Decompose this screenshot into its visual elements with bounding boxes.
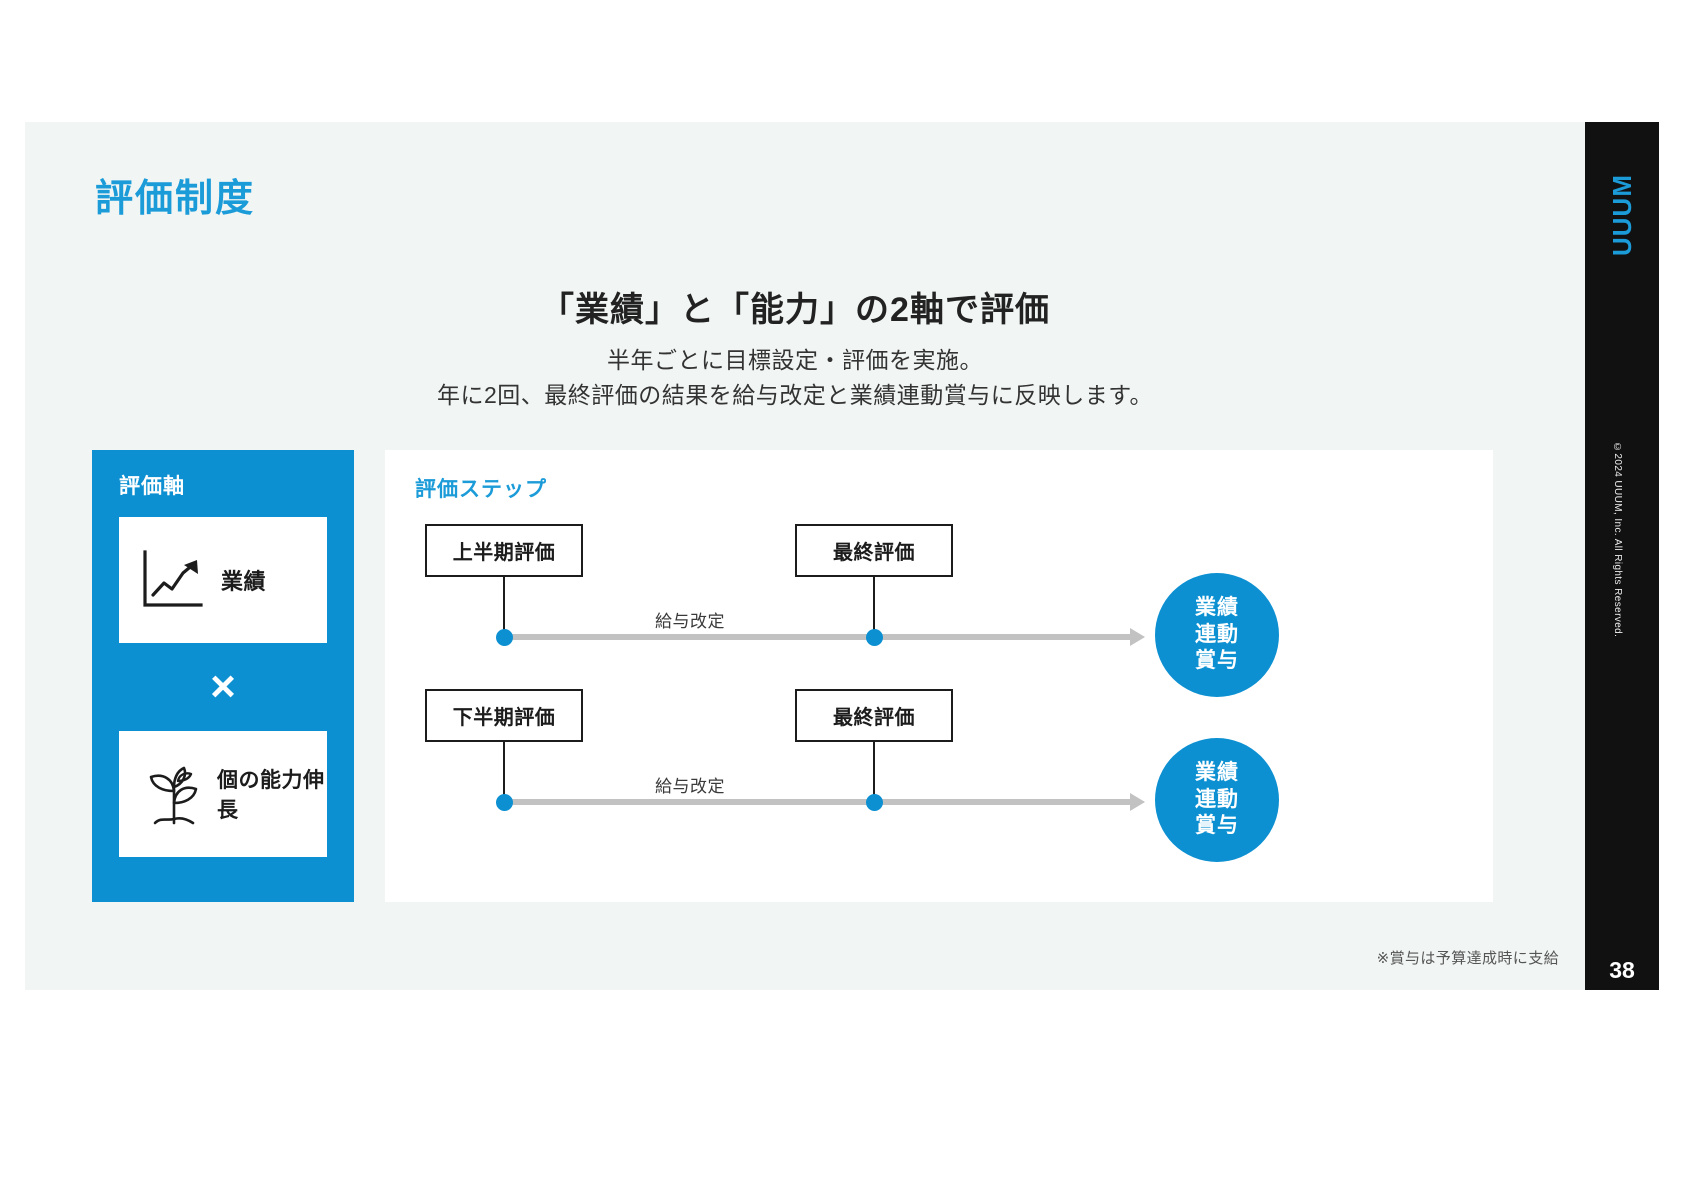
headline: 「業績」と「能力」の2軸で評価 bbox=[540, 291, 1050, 329]
bonus-circle-line-2: 連動 bbox=[1195, 787, 1239, 811]
bonus-circle-line-3: 賞与 bbox=[1195, 814, 1239, 838]
slide-canvas: 評価制度 「業績」と「能力」の2軸で評価 半年ごとに目標設定・評価を実施。 年に… bbox=[25, 122, 1659, 990]
steps-panel-title: 評価ステップ bbox=[415, 478, 547, 501]
timeline-node-dot bbox=[496, 629, 513, 646]
step-box-final-2[interactable]: 最終評価 bbox=[795, 689, 953, 742]
step-box-first-half[interactable]: 上半期評価 bbox=[425, 524, 583, 577]
axis-card-label: 業績 bbox=[221, 569, 267, 594]
timeline-node-dot bbox=[496, 794, 513, 811]
timeline-bar bbox=[504, 799, 1132, 805]
bonus-circle-line-3: 賞与 bbox=[1195, 649, 1239, 673]
footnote: ※賞与は予算達成時に支給 bbox=[1376, 950, 1559, 967]
growth-chart-icon bbox=[137, 547, 209, 613]
timeline-label-salary-revision: 給与改定 bbox=[655, 612, 725, 631]
evaluation-axis-panel: 評価軸 業績 × bbox=[92, 450, 354, 902]
timeline-bar bbox=[504, 634, 1132, 640]
axis-card-capability: 個の能力伸長 bbox=[119, 731, 327, 857]
timeline-arrow-icon bbox=[1130, 793, 1145, 811]
connector-line bbox=[873, 742, 875, 802]
bonus-circle-line-2: 連動 bbox=[1195, 622, 1239, 646]
subtitle-line-1: 半年ごとに目標設定・評価を実施。 bbox=[607, 347, 983, 373]
uuum-logo: UUUM bbox=[1607, 174, 1637, 256]
step-box-second-half[interactable]: 下半期評価 bbox=[425, 689, 583, 742]
copyright-text: ©2024 UUUM, Inc. All Rights Reserved. bbox=[1612, 442, 1623, 638]
axis-card-label: 個の能力伸長 bbox=[217, 769, 325, 822]
step-box-final-1[interactable]: 最終評価 bbox=[795, 524, 953, 577]
bonus-circle-line-1: 業績 bbox=[1195, 760, 1239, 784]
connector-line bbox=[503, 742, 505, 802]
timeline-node-dot bbox=[866, 629, 883, 646]
page-title: 評価制度 bbox=[95, 178, 256, 220]
bonus-circle-line-1: 業績 bbox=[1195, 595, 1239, 619]
evaluation-steps-panel: 評価ステップ 上半期評価 最終評価 給与改定 業績 連動 賞与 下半期評価 最終… bbox=[385, 450, 1493, 902]
sprout-icon bbox=[137, 757, 211, 831]
timeline-node-dot bbox=[866, 794, 883, 811]
subtitle-line-2: 年に2回、最終評価の結果を給与改定と業績連動賞与に反映します。 bbox=[437, 382, 1153, 408]
page-number: 38 bbox=[1609, 957, 1635, 983]
timeline-label-salary-revision: 給与改定 bbox=[655, 777, 725, 796]
bonus-circle-2: 業績 連動 賞与 bbox=[1155, 738, 1279, 862]
brand-sidebar: UUUM ©2024 UUUM, Inc. All Rights Reserve… bbox=[1585, 122, 1659, 990]
cross-operator: × bbox=[210, 662, 236, 711]
axis-panel-title: 評価軸 bbox=[119, 475, 185, 498]
timeline-arrow-icon bbox=[1130, 628, 1145, 646]
bonus-circle-1: 業績 連動 賞与 bbox=[1155, 573, 1279, 697]
axis-card-performance: 業績 bbox=[119, 517, 327, 643]
connector-line bbox=[503, 577, 505, 637]
connector-line bbox=[873, 577, 875, 637]
